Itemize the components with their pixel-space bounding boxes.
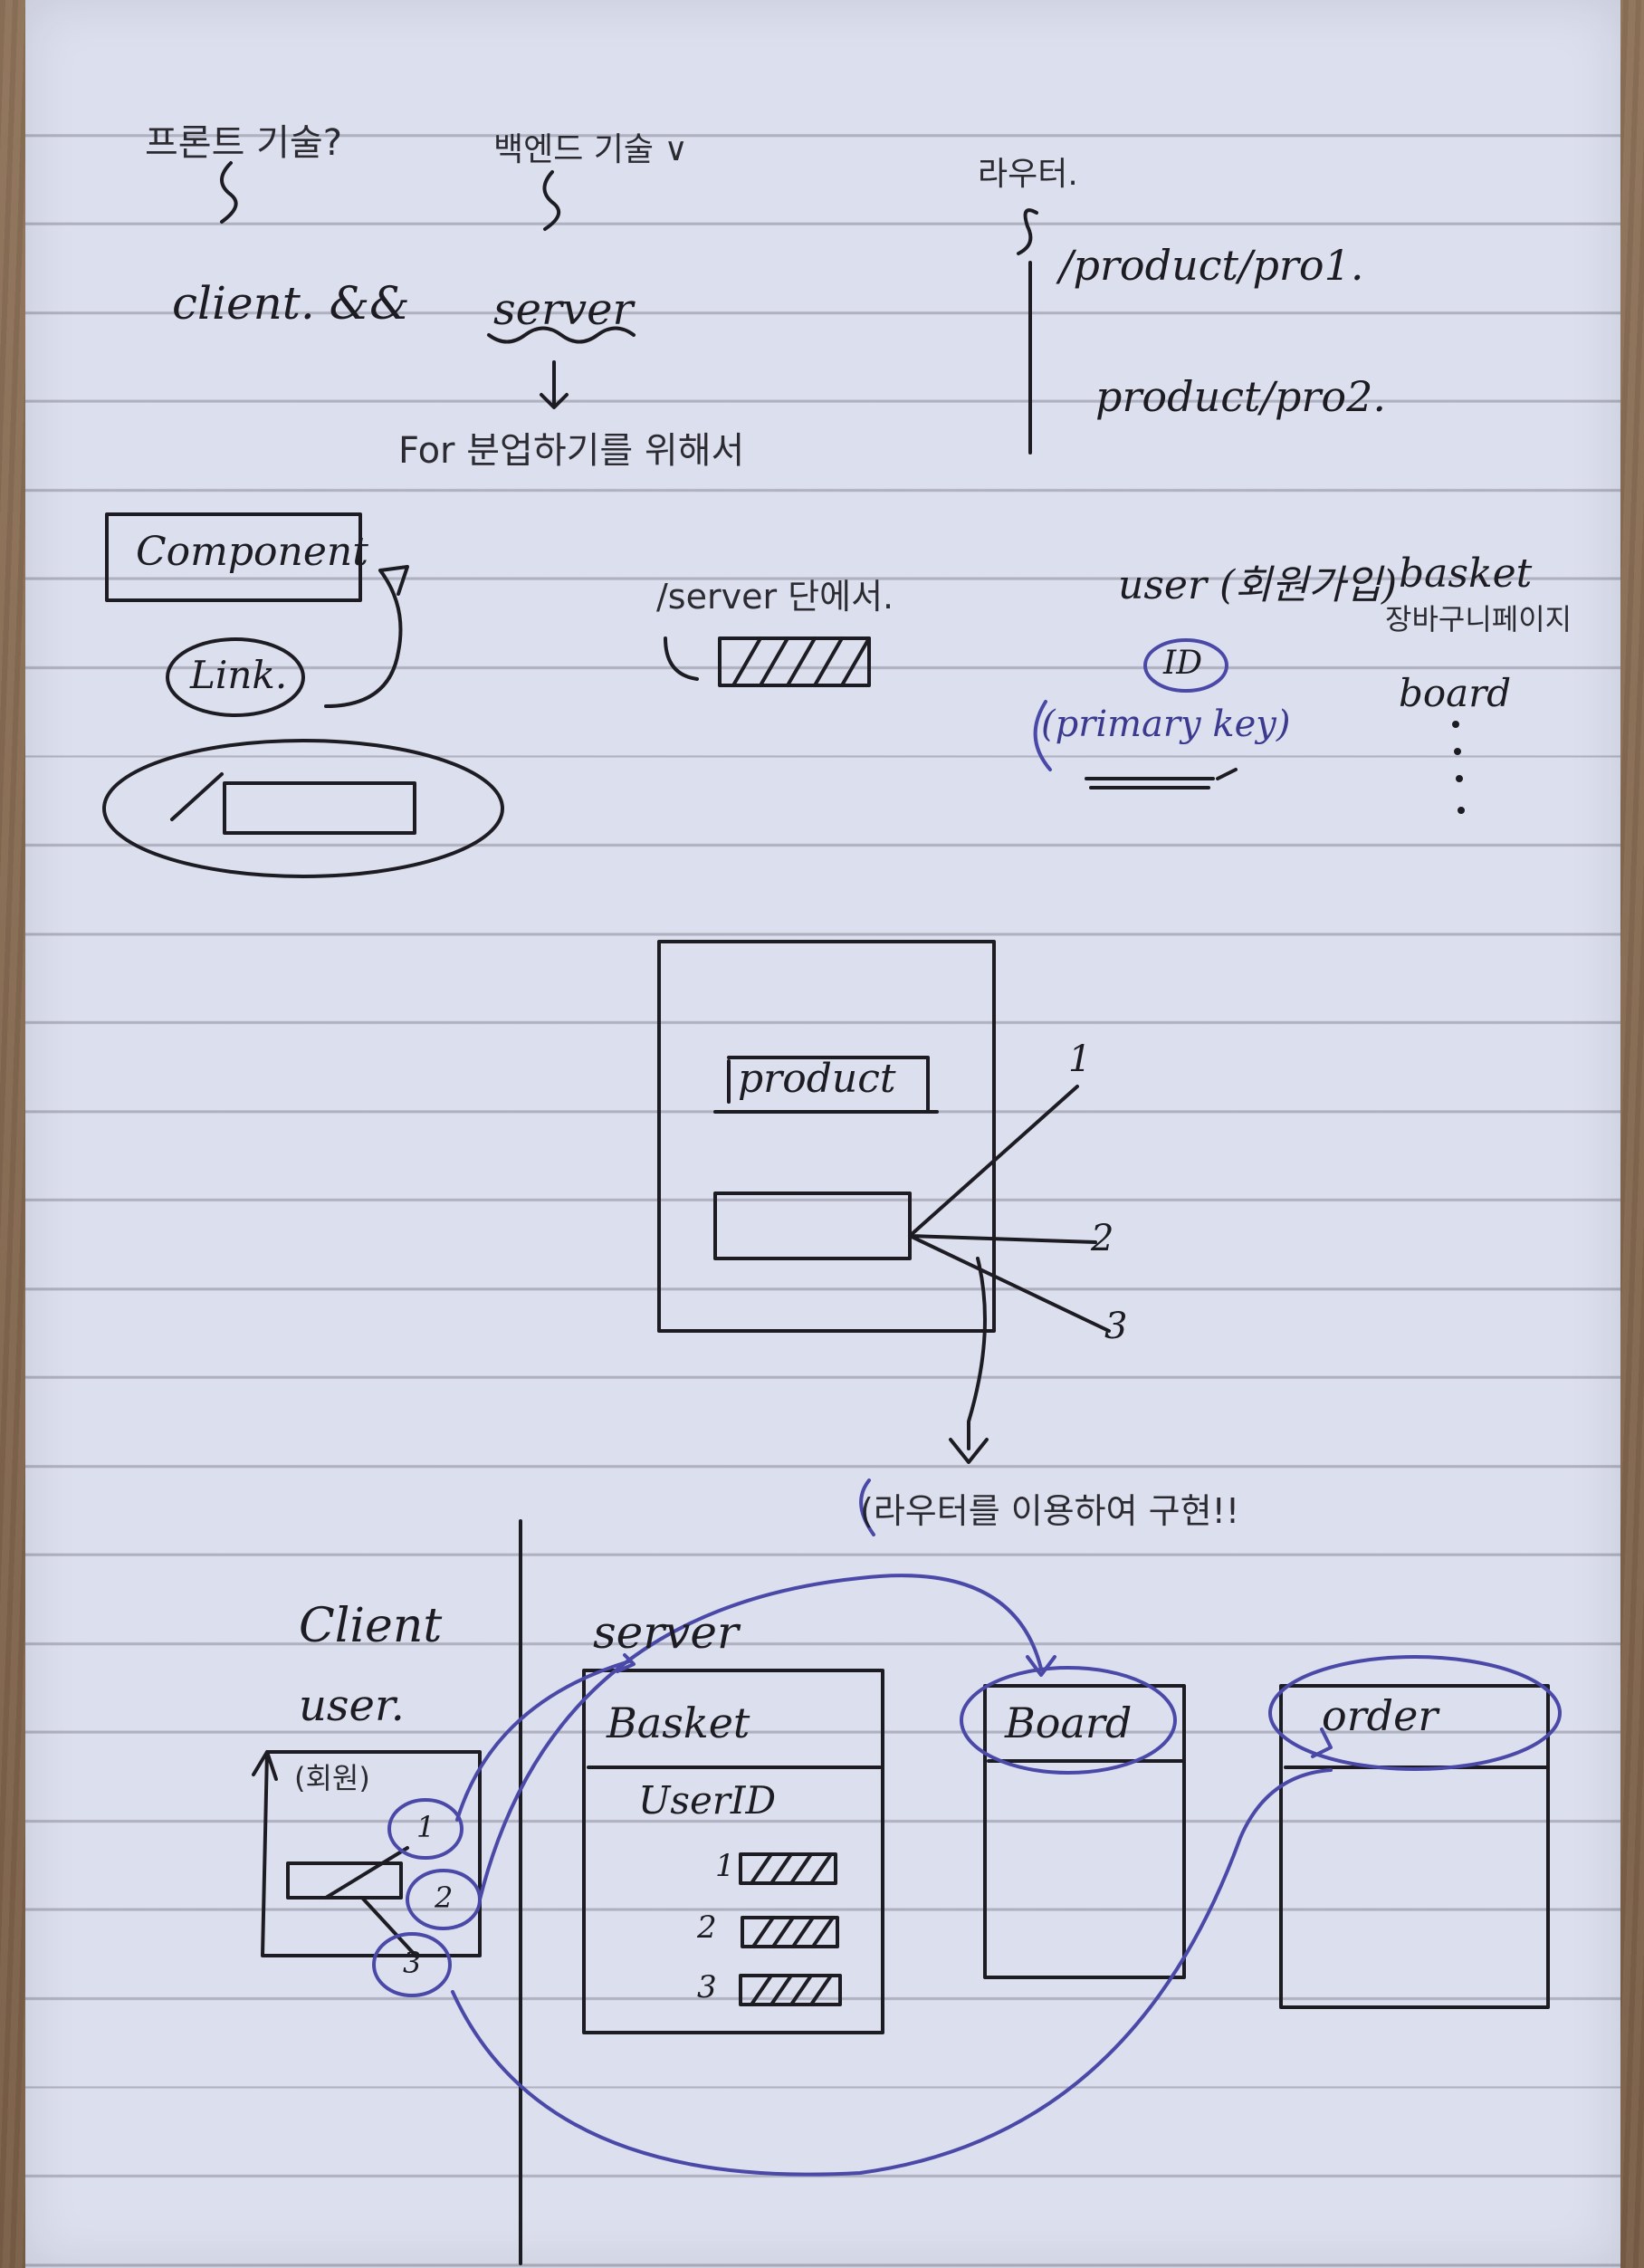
id-label: ID bbox=[1163, 645, 1203, 682]
server-underline bbox=[487, 326, 636, 344]
board-title: Board bbox=[1005, 1699, 1133, 1747]
down-arrow-backend bbox=[542, 170, 561, 231]
client-and-label: client. && bbox=[172, 277, 410, 330]
order-title: order bbox=[1322, 1691, 1438, 1740]
page-frame bbox=[657, 940, 996, 1333]
server-label: server bbox=[593, 1606, 739, 1659]
num-1: 1 bbox=[1068, 1038, 1092, 1080]
circle-1 bbox=[387, 1798, 464, 1860]
backend-label: 백엔드 기술 ∨ bbox=[493, 131, 688, 168]
server-pointer bbox=[664, 636, 699, 681]
basket-label: basket bbox=[1399, 550, 1533, 597]
lined-notebook-paper bbox=[25, 0, 1620, 2268]
circle-2-label: 2 bbox=[435, 1880, 454, 1915]
num-3: 3 bbox=[1104, 1306, 1128, 1347]
board-circle bbox=[960, 1666, 1177, 1775]
circle-3 bbox=[372, 1932, 452, 1997]
component-label: Component bbox=[136, 529, 368, 575]
user-label: user. bbox=[299, 1680, 405, 1731]
product-box bbox=[713, 1056, 939, 1114]
arrow-2-to-board bbox=[478, 1574, 1056, 1901]
server-down-arrow bbox=[540, 360, 569, 409]
basket-box bbox=[582, 1669, 884, 2034]
circle-3-label: 3 bbox=[403, 1946, 422, 1980]
route-pro1: /product/pro1. bbox=[1059, 241, 1364, 290]
basket-korean-label: 장바구니페이지 bbox=[1385, 602, 1572, 636]
component-connector bbox=[324, 565, 409, 708]
user-inner-rect bbox=[286, 1861, 403, 1900]
product-slot bbox=[713, 1191, 912, 1260]
server-word: server bbox=[493, 284, 634, 335]
product-label: product bbox=[738, 1056, 896, 1102]
component-box bbox=[105, 512, 362, 602]
router-label: 라우터. bbox=[978, 156, 1078, 193]
big-oval bbox=[102, 739, 504, 878]
server-hatched-box bbox=[718, 636, 871, 687]
client-label: Client bbox=[299, 1599, 443, 1653]
pk-paren bbox=[1033, 700, 1052, 771]
blue-paren-router bbox=[859, 1479, 875, 1536]
board-label: board bbox=[1399, 671, 1512, 715]
down-arrow-router bbox=[949, 1257, 989, 1464]
router-bracket bbox=[1017, 208, 1038, 455]
frontend-label: 프론트 기술? bbox=[145, 122, 342, 164]
link-oval bbox=[166, 637, 305, 717]
for-division-line: For 분업하기를 위해서 bbox=[398, 430, 745, 472]
arrow-3-to-order bbox=[451, 1727, 1333, 2177]
user-signup-label: user (회원가입) bbox=[1118, 562, 1398, 608]
lines-to-numbers bbox=[908, 1085, 1111, 1333]
down-arrow-frontend bbox=[220, 161, 238, 224]
primary-key-label: (primary key) bbox=[1041, 703, 1291, 745]
userid-label: UserID bbox=[638, 1778, 777, 1823]
server-side-note: /server 단에서. bbox=[656, 577, 894, 617]
circle-1-label: 1 bbox=[416, 1810, 435, 1844]
basket-title: Basket bbox=[607, 1699, 750, 1747]
order-box bbox=[1279, 1684, 1550, 2009]
board-box bbox=[983, 1684, 1186, 1979]
order-circle bbox=[1268, 1655, 1562, 1771]
route-pro2: product/pro2. bbox=[1095, 372, 1386, 421]
arrow-1-to-basket bbox=[455, 1653, 636, 1822]
router-implementation-note: (라우터를 이용하여 구현!! bbox=[860, 1491, 1240, 1531]
basket-item-3: 3 bbox=[697, 1969, 717, 2005]
num-2: 2 bbox=[1091, 1218, 1114, 1259]
basket-item-2: 2 bbox=[697, 1909, 717, 1946]
id-circle bbox=[1143, 638, 1228, 693]
user-box bbox=[252, 1750, 482, 1957]
basket-item-1: 1 bbox=[715, 1848, 735, 1884]
link-label: Link. bbox=[190, 653, 288, 697]
user-box-label: (회원) bbox=[294, 1761, 370, 1795]
oval-rect bbox=[223, 781, 416, 835]
